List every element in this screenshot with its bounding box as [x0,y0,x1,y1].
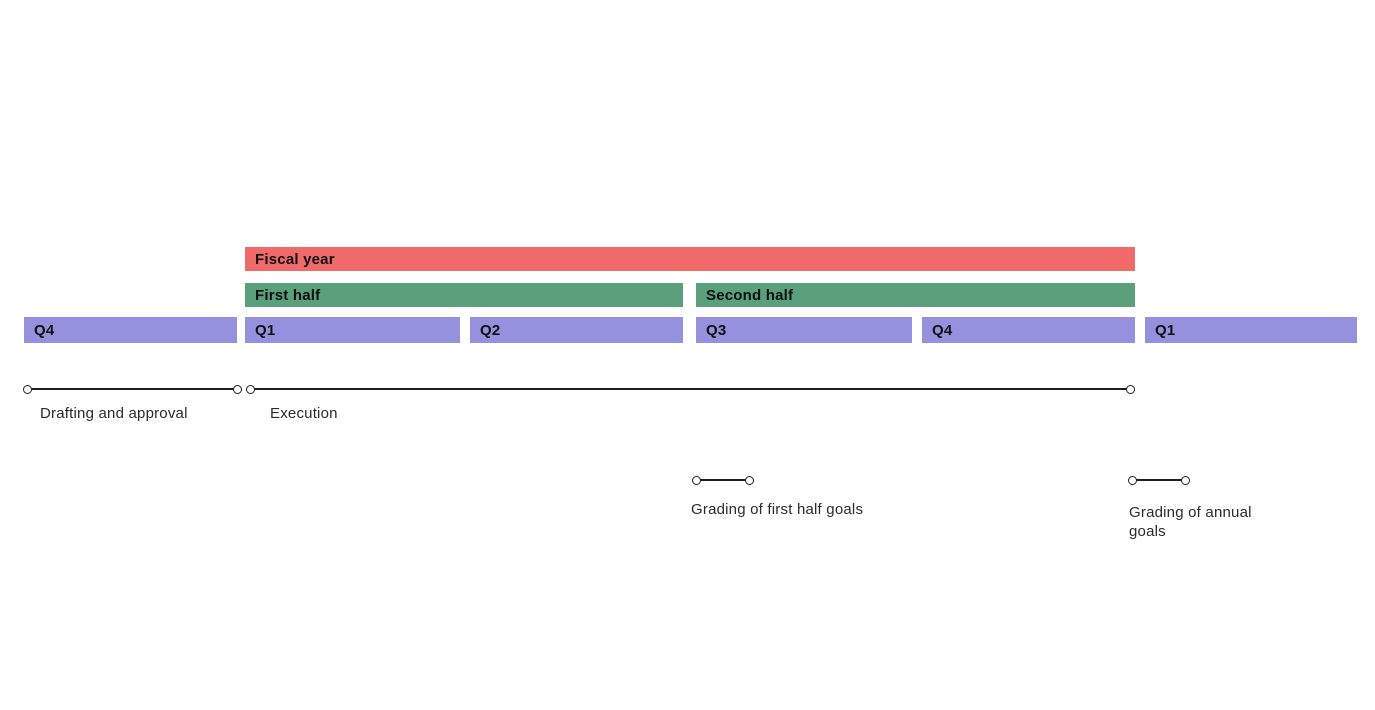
quarter-bar-q4: Q4 [922,317,1135,343]
milestone-label-drafting-and-approval: Drafting and approval [40,405,188,422]
second-half-bar: Second half [696,283,1135,307]
milestone-start-dot [1128,475,1137,485]
quarter-label: Q1 [255,321,276,339]
milestone-end-dot [233,384,242,394]
quarter-label: Q2 [480,321,501,339]
fiscal-year-bar: Fiscal year [245,247,1135,271]
quarter-bar-q4-prev: Q4 [24,317,237,343]
milestone-start-dot [23,384,32,394]
quarter-label: Q3 [706,321,727,339]
milestone-end-dot [1126,384,1135,394]
second-half-label: Second half [706,286,794,304]
quarter-bar-q3: Q3 [696,317,912,343]
quarter-bar-q1-next: Q1 [1145,317,1357,343]
quarter-label: Q4 [932,321,953,339]
milestone-connector-line [27,388,238,390]
fiscal-year-label: Fiscal year [255,250,335,268]
first-half-label: First half [255,286,321,304]
milestone-line-drafting-and-approval [23,384,242,394]
milestone-connector-line [696,479,750,481]
milestone-end-dot [1181,475,1190,485]
quarter-label: Q1 [1155,321,1176,339]
milestone-line-execution [246,384,1135,394]
milestone-label-execution: Execution [270,405,338,422]
milestone-start-dot [692,475,701,485]
milestone-label-grading-annual: Grading of annual goals [1129,504,1252,540]
milestone-line-grading-first-half [692,475,754,485]
milestone-connector-line [250,388,1131,390]
milestone-end-dot [745,475,754,485]
milestone-start-dot [246,384,255,394]
first-half-bar: First half [245,283,683,307]
quarter-label: Q4 [34,321,55,339]
milestone-connector-line [1132,479,1186,481]
milestone-line-grading-annual [1128,475,1190,485]
quarter-bar-q1: Q1 [245,317,460,343]
quarter-bar-q2: Q2 [470,317,683,343]
milestone-label-grading-first-half: Grading of first half goals [691,501,864,518]
